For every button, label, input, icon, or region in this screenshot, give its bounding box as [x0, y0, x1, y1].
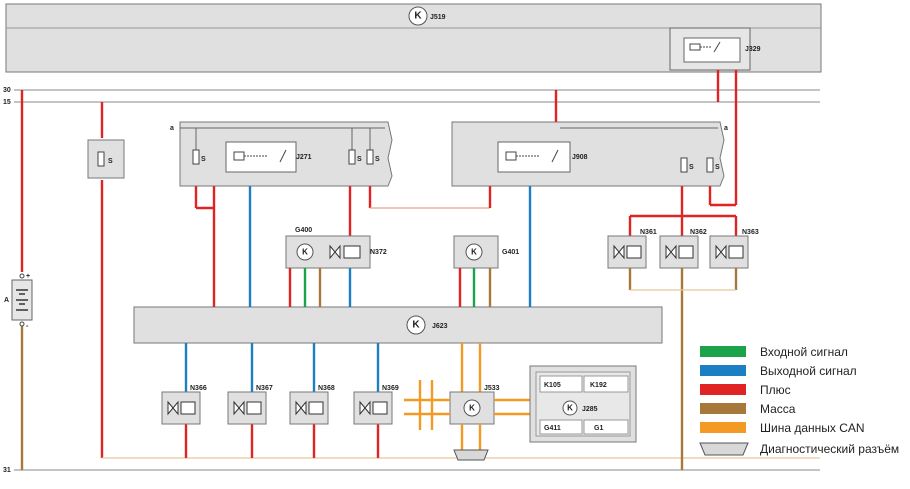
- k192-label: K192: [590, 382, 607, 389]
- j908-relay-box: [497, 141, 571, 173]
- n363-valve-icon: [715, 244, 727, 260]
- n369-label: N369: [382, 385, 399, 392]
- n368-valve-group: N368: [289, 343, 335, 458]
- g401-label: G401: [502, 249, 519, 256]
- j271-fuse2-label: S: [357, 156, 362, 163]
- legend-swatch-can: [700, 422, 746, 433]
- j519-label: J519: [430, 14, 446, 21]
- legend-swatch-plus: [700, 384, 746, 395]
- j285-k-circle: [562, 400, 578, 416]
- j533-k-circle: [463, 399, 481, 417]
- j271-label: J271: [296, 154, 312, 161]
- n368-label: N368: [318, 385, 335, 392]
- n361-valve-icon: [613, 244, 625, 260]
- j285-label: J285: [582, 406, 598, 413]
- battery-label: A: [4, 297, 9, 304]
- j908-terminal-a: a: [724, 125, 728, 132]
- bus-30-label: 30: [3, 87, 11, 94]
- legend-label-input_signal: Входной сигнал: [760, 345, 848, 359]
- j329-label: J329: [745, 46, 761, 53]
- battery-plus-sign: +: [26, 273, 30, 280]
- legend-label-output_signal: Выходной сигнал: [760, 364, 857, 378]
- j908-fuse1-label: S: [689, 164, 694, 171]
- g401-k-symbol: K: [471, 248, 477, 257]
- bus-31-label: 31: [3, 467, 11, 474]
- j329-switch-icon: [713, 41, 721, 53]
- j271-switch-icon: [279, 149, 287, 163]
- j271-fuse3-label: S: [375, 156, 380, 163]
- n372-label: N372: [370, 249, 387, 256]
- g411-label: G411: [544, 425, 561, 432]
- g400-k-symbol: K: [302, 248, 308, 257]
- n367-label: N367: [256, 385, 273, 392]
- legend-connector-icon: [699, 442, 749, 456]
- n369-valve-group: N369: [353, 343, 399, 458]
- g1-label: G1: [594, 425, 603, 432]
- g1-box: [583, 419, 629, 435]
- j908-label: J908: [572, 154, 588, 161]
- legend-label-ground: Масса: [760, 402, 796, 416]
- n361-label: N361: [640, 229, 657, 236]
- j519-k-circle: [408, 6, 428, 26]
- bus-15-label: 15: [3, 99, 11, 106]
- j623-ecu: [133, 306, 663, 344]
- n362-valve-icon: [665, 244, 677, 260]
- j908-switch-icon: [551, 149, 559, 163]
- fuse-left-box: [87, 139, 125, 179]
- j623-k-circle: [406, 315, 426, 335]
- n367-valve-icon: [233, 400, 245, 416]
- legend-label-diagnostic-connector: Диагностический разъём: [760, 442, 899, 456]
- n367-valve-group: N367: [227, 343, 273, 458]
- j271-terminal-a: a: [170, 125, 174, 132]
- legend-swatch-ground: [700, 403, 746, 414]
- fuse-left-label: S: [108, 158, 113, 165]
- j519-k-symbol: K: [414, 11, 422, 22]
- n372-valve-icon: [329, 244, 341, 260]
- legend-swatch-input_signal: [700, 346, 746, 357]
- legend-label-plus: Плюс: [760, 383, 791, 397]
- j285-k-symbol: K: [567, 404, 573, 413]
- g400-k-circle: [296, 243, 314, 261]
- j908-block: [451, 121, 725, 187]
- n366-valve-group: N366: [161, 343, 207, 458]
- k192-box: [583, 375, 629, 393]
- g400-label: G400: [295, 227, 312, 234]
- n369-valve-icon: [359, 400, 371, 416]
- j623-k-symbol: K: [412, 320, 420, 331]
- n366-valve-icon: [167, 400, 179, 416]
- legend-swatch-output_signal: [700, 365, 746, 376]
- battery-minus-sign: -: [26, 323, 29, 330]
- j271-relay-box: [225, 141, 297, 173]
- j623-label: J623: [432, 323, 448, 330]
- j533-k-symbol: K: [469, 404, 475, 413]
- j271-fuse-label: S: [201, 156, 206, 163]
- n362-label: N362: [690, 229, 707, 236]
- n363-label: N363: [742, 229, 759, 236]
- diagnostic-connector-icon: [453, 449, 489, 461]
- g411-box: [539, 419, 583, 435]
- j533-label: J533: [484, 385, 500, 392]
- k105-box: [539, 375, 583, 393]
- g401-k-circle: [465, 243, 483, 261]
- j908-fuse2-label: S: [715, 164, 720, 171]
- n368-valve-icon: [295, 400, 307, 416]
- legend-label-can: Шина данных CAN: [760, 421, 865, 435]
- k105-label: K105: [544, 382, 561, 389]
- n366-label: N366: [190, 385, 207, 392]
